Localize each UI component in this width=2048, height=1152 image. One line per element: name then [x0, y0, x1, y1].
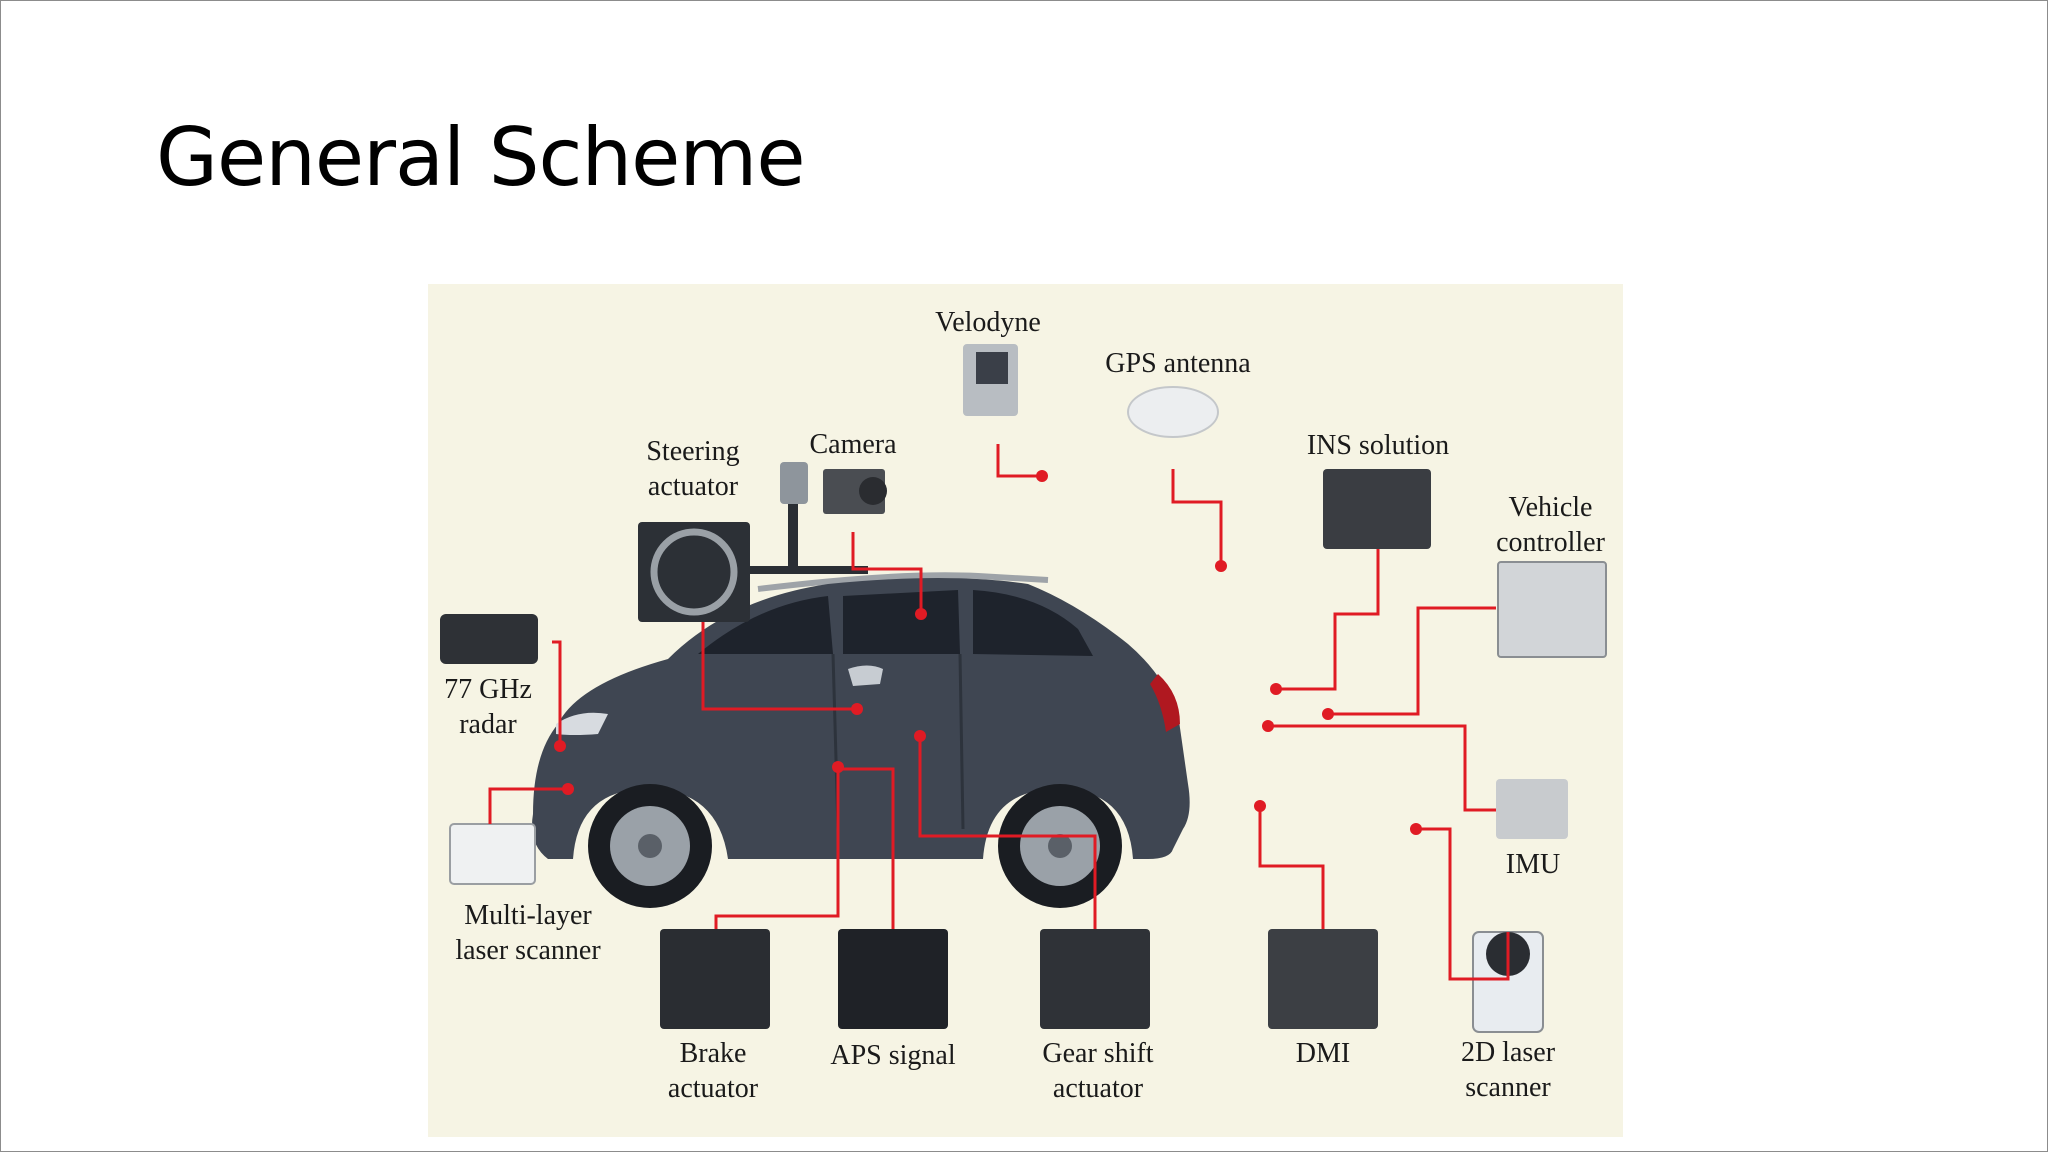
imu-thumb [1496, 779, 1568, 839]
label-line: Brake [679, 1038, 747, 1069]
connector-velodyne [996, 444, 1040, 478]
label-imu: IMU [1488, 847, 1578, 882]
roof-rail [757, 572, 1049, 592]
label-line: Velodyne [935, 307, 1041, 338]
connector-ins [1276, 549, 1380, 691]
connector-camera [851, 532, 923, 614]
label-line: radar [459, 709, 517, 740]
dmi-thumb [1268, 929, 1378, 1029]
label-line: actuator [1052, 1073, 1144, 1104]
connector-dots [554, 470, 1422, 835]
ins-thumb [1323, 469, 1431, 549]
brake-thumb [660, 929, 770, 1029]
label-line: Gear shift [1042, 1038, 1154, 1069]
connector-dmi [1258, 808, 1325, 929]
vehicle-controller-thumb [1497, 561, 1607, 658]
label-line: Vehicle [1508, 492, 1593, 523]
label-line: actuator [647, 471, 739, 502]
multilayer-scanner-thumb [449, 823, 536, 885]
label-line: controller [1496, 527, 1605, 558]
dot-controller [1322, 708, 1334, 720]
connector-aps [838, 767, 895, 929]
component-thumbnails [440, 344, 1607, 1033]
label-line: IMU [1505, 849, 1561, 880]
gps-antenna-thumb [1127, 386, 1219, 438]
dot-camera [915, 608, 927, 620]
label-multilayer-laser-scanner: Multi-layer laser scanner [428, 898, 628, 968]
dot-ins [1270, 683, 1282, 695]
label-2d-laser-scanner: 2D laser scanner [1438, 1035, 1578, 1105]
label-line: laser scanner [455, 935, 601, 966]
dot-imu [1262, 720, 1274, 732]
vehicle-sensor-diagram: Velodyne GPS antenna Camera Steering act… [428, 284, 1623, 1137]
gear-shift-thumb [1040, 929, 1150, 1029]
connector-imu [1268, 724, 1496, 812]
car-window-middle [843, 590, 960, 654]
taillight [1150, 674, 1180, 732]
dot-velodyne [1036, 470, 1048, 482]
roof-mast [788, 504, 798, 574]
rear-hub [1048, 834, 1072, 858]
connector-controller [1328, 606, 1496, 716]
connector-multilayer [488, 787, 566, 824]
slide-title: General Scheme [156, 111, 806, 204]
aps-thumb [838, 929, 948, 1029]
radar-thumb [440, 614, 538, 664]
label-brake-actuator: Brake actuator [648, 1036, 778, 1106]
dot-multilayer [562, 783, 574, 795]
label-gps-antenna: GPS antenna [1088, 346, 1268, 381]
dot-gps [1215, 560, 1227, 572]
label-line: APS signal [830, 1040, 956, 1071]
car-illustration [532, 462, 1190, 908]
label-vehicle-controller: Vehicle controller [1478, 490, 1623, 560]
label-dmi: DMI [1273, 1036, 1373, 1071]
dot-aps [914, 730, 926, 742]
label-line: actuator [667, 1073, 759, 1104]
label-line: Multi-layer [464, 900, 592, 931]
front-hub [638, 834, 662, 858]
connector-radar [552, 640, 562, 744]
dot-laser2d [1410, 823, 1422, 835]
car-window-rear [973, 590, 1093, 656]
label-line: 77 GHz [444, 674, 532, 705]
connector-lines [488, 444, 1510, 981]
velodyne-sensor [780, 462, 808, 504]
connector-laser2d [1418, 827, 1510, 981]
side-mirror [848, 665, 883, 686]
label-gear-shift-actuator: Gear shift actuator [1018, 1036, 1178, 1106]
label-line: DMI [1295, 1038, 1351, 1069]
label-steering-actuator: Steering actuator [623, 434, 763, 504]
velodyne-thumb-screen [976, 352, 1008, 384]
label-line: Camera [809, 429, 897, 460]
connector-gps [1171, 469, 1223, 564]
camera-thumb-lens [859, 477, 887, 505]
label-line: GPS antenna [1105, 348, 1251, 379]
label-line: 2D laser [1460, 1037, 1556, 1068]
connector-steering [701, 622, 857, 711]
label-camera: Camera [788, 427, 918, 462]
steering-thumb-wheel [650, 528, 738, 616]
label-line: scanner [1465, 1072, 1551, 1103]
headlight [556, 712, 608, 735]
label-line: INS solution [1306, 430, 1450, 461]
dot-radar [554, 740, 566, 752]
label-velodyne: Velodyne [918, 305, 1058, 340]
label-aps-signal: APS signal [813, 1038, 973, 1073]
dot-brake [832, 761, 844, 773]
label-line: Steering [646, 436, 740, 467]
car-window-front [698, 596, 833, 654]
diagram-graphic [428, 284, 1623, 1137]
connector-gear [918, 736, 1097, 929]
label-ins-solution: INS solution [1293, 428, 1463, 463]
dot-steering [851, 703, 863, 715]
label-radar: 77 GHz radar [428, 672, 548, 742]
roof-bar [728, 566, 868, 574]
dot-dmi [1254, 800, 1266, 812]
